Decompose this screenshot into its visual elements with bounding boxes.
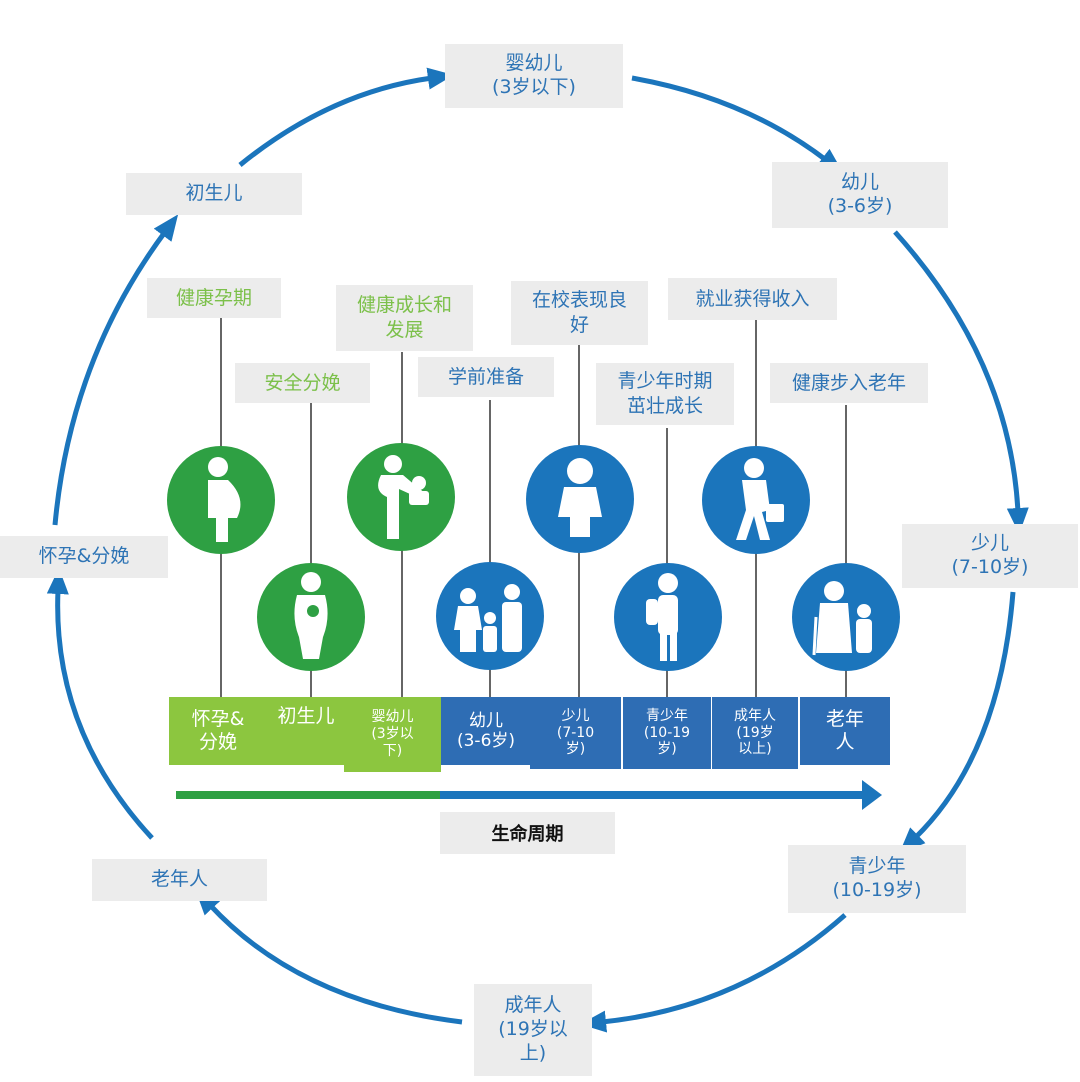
timeline-segment-child: 少儿 (7-10 岁) (530, 697, 621, 769)
mother-with-baby-icon (257, 563, 365, 671)
arrow-newborn-to-infant (238, 67, 454, 167)
timeline-bar-arrowhead (862, 780, 882, 810)
goal-healthy-aging: 健康步入老年 (770, 363, 928, 403)
goal-teen-thriving: 青少年时期 茁壮成长 (596, 363, 734, 425)
pregnant-woman-icon (167, 446, 275, 554)
timeline-segment-teen: 青少年 (10-19 岁) (623, 697, 711, 769)
timeline-segment-adult: 成年人 (19岁 以上) (712, 697, 798, 769)
child-icon (526, 445, 634, 553)
arrow-infant-to-toddler (631, 75, 844, 174)
timeline-segment-infant: 婴幼儿 (3岁以 下) (344, 697, 441, 772)
timeline-segment-toddler: 幼儿 (3-6岁) (441, 697, 531, 765)
goal-school-performance: 在校表现良 好 (511, 281, 648, 345)
caregiver-with-toddler-icon (347, 443, 455, 551)
cycle-box-elderly: 老年人 (92, 859, 267, 901)
timeline-segment-newborn: 初生儿 (265, 697, 347, 765)
cycle-box-toddler: 幼儿 (3-6岁) (772, 162, 948, 228)
elder-with-child-icon (792, 563, 900, 671)
arrow-toddler-to-child (893, 230, 1029, 534)
arrow-adult-to-elderly (195, 888, 463, 1025)
cycle-box-teen: 青少年 (10-19岁) (788, 845, 966, 913)
adult-with-briefcase-icon (702, 446, 810, 554)
life-cycle-label: 生命周期 (440, 812, 615, 854)
timeline-segment-pregnancy: 怀孕& 分娩 (169, 697, 267, 765)
cycle-box-pregnancy: 怀孕&分娩 (0, 536, 168, 578)
cycle-box-newborn: 初生儿 (126, 173, 302, 215)
goal-employment-income: 就业获得收入 (668, 278, 837, 320)
arrow-pregnancy-to-newborn (52, 214, 179, 526)
timeline-segment-elderly: 老年 人 (800, 697, 890, 765)
arrow-teen-to-adult (580, 913, 847, 1033)
arrow-child-to-teen (899, 591, 1016, 854)
cycle-box-adult: 成年人 (19岁以 上) (474, 984, 592, 1076)
goal-school-readiness: 学前准备 (418, 357, 554, 397)
teen-with-backpack-icon (614, 563, 722, 671)
goal-healthy-pregnancy: 健康孕期 (147, 278, 281, 318)
goal-healthy-growth: 健康成长和 发展 (336, 285, 473, 351)
arrow-elderly-to-pregnancy (46, 568, 154, 840)
cycle-box-infant: 婴幼儿 (3岁以下) (445, 44, 623, 108)
cycle-box-child: 少儿 (7-10岁) (902, 524, 1078, 588)
goal-safe-delivery: 安全分娩 (235, 363, 370, 403)
family-icon (436, 562, 544, 670)
